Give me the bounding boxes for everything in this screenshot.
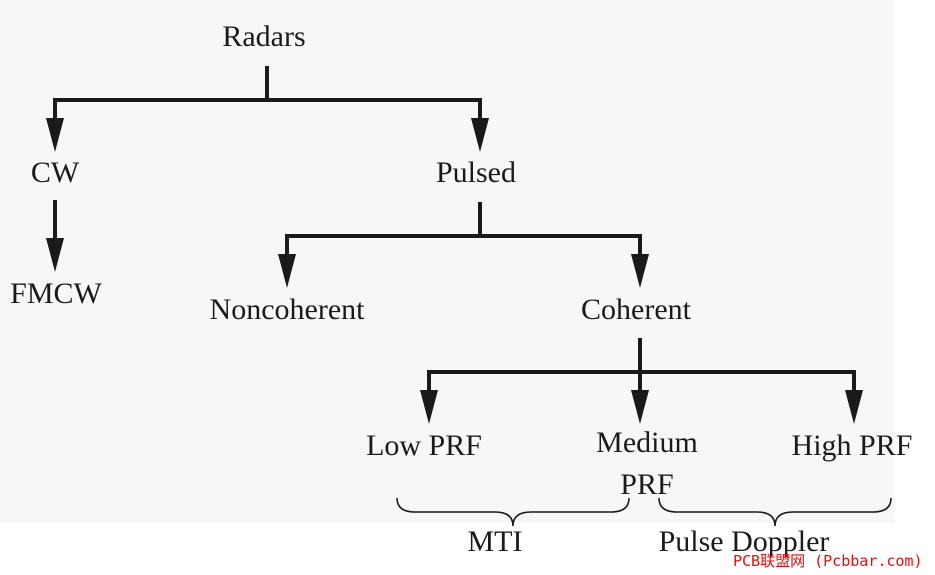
node-medium-prf: Medium PRF [596,426,698,501]
arrowhead-fmcw [46,238,64,272]
arrowhead-low-prf [420,390,438,424]
arrowhead-pulsed [471,118,489,152]
node-cw: CW [30,156,80,189]
node-high-prf: High PRF [791,429,913,462]
node-low-prf: Low PRF [366,429,482,462]
brace-pulse-doppler [658,497,892,527]
group-label-pulse-doppler: Pulse Doppler [658,525,830,558]
diagram-background [0,0,895,523]
arrowhead-cw [46,118,64,152]
group-label-mti: MTI [467,525,523,558]
node-noncoherent: Noncoherent [209,293,365,326]
brace-mti [396,497,630,527]
node-pulsed: Pulsed [435,156,517,189]
arrowhead-noncoherent [278,254,296,288]
arrowhead-coherent [631,254,649,288]
node-radars: Radars [222,20,306,53]
node-fmcw: FMCW [10,277,102,310]
arrowhead-medium-prf [631,390,649,424]
watermark: PCB联盟网 (Pcbbar.com) [733,552,923,570]
arrowhead-high-prf [845,390,863,424]
node-coherent: Coherent [581,293,691,326]
